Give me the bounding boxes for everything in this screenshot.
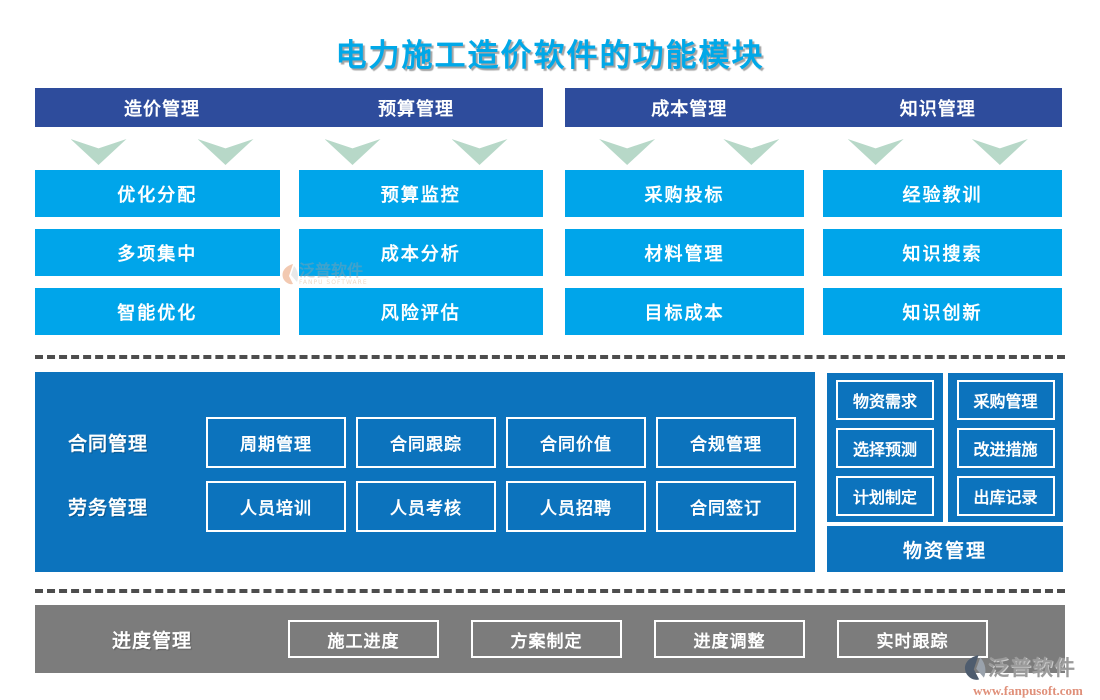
down-arrow-icon	[70, 139, 127, 165]
module-box: 材料管理	[565, 229, 804, 276]
sub-module-button: 进度调整	[654, 620, 805, 658]
sub-module-button: 采购管理	[956, 379, 1055, 420]
page-title: 电力施工造价软件的功能模块	[335, 38, 765, 74]
header-cost-control: 成本管理	[651, 98, 728, 120]
sub-module-button: 选择预测	[836, 427, 934, 468]
module-box: 采购投标	[565, 170, 804, 217]
dashed-divider	[35, 355, 1065, 359]
header-budget-management: 预算管理	[378, 98, 454, 120]
sub-module-button: 实时跟踪	[837, 620, 988, 658]
header-knowledge-management: 知识管理	[899, 98, 976, 120]
module-box: 多项集中	[35, 229, 280, 276]
sub-module-button: 合同价值	[506, 417, 646, 468]
group-header-bar: 造价管理 预算管理	[35, 88, 543, 127]
module-box: 知识创新	[823, 288, 1062, 335]
label-progress-management: 进度管理	[112, 629, 193, 652]
down-arrow-icon	[971, 139, 1028, 165]
down-arrow-icon	[847, 139, 904, 165]
sub-module-button: 物资需求	[836, 379, 934, 420]
down-arrow-icon	[197, 139, 254, 165]
module-box: 目标成本	[565, 288, 804, 335]
progress-panel: 进度管理 施工进度 方案制定 进度调整 实时跟踪	[35, 605, 1065, 673]
arrow-row	[565, 139, 1062, 165]
label-labor-management: 劳务管理	[68, 497, 149, 519]
arrow-row	[35, 139, 543, 165]
module-box: 优化分配	[35, 170, 280, 217]
sub-module-button: 人员招聘	[506, 481, 646, 532]
logo-url: www.fanpusoft.com	[973, 683, 1083, 698]
sub-module-button: 施工进度	[288, 620, 439, 658]
module-box: 知识搜索	[823, 229, 1062, 276]
module-box: 风险评估	[298, 288, 543, 335]
label-material-management: 物资管理	[827, 526, 1063, 572]
module-box: 智能优化	[35, 288, 280, 335]
sub-module-button: 改进措施	[956, 427, 1055, 468]
sub-module-button: 合同跟踪	[356, 417, 496, 468]
sub-module-button: 人员考核	[356, 481, 496, 532]
sub-module-button: 人员培训	[206, 481, 346, 532]
down-arrow-icon	[324, 139, 381, 165]
module-box: 预算监控	[298, 170, 543, 217]
sub-module-button: 合同签订	[656, 481, 796, 532]
down-arrow-icon	[451, 139, 508, 165]
module-box: 成本分析	[298, 229, 543, 276]
logo-text: 泛普软件	[988, 656, 1076, 680]
fanpu-logo-icon	[282, 264, 298, 285]
down-arrow-icon	[599, 139, 656, 165]
sub-module-button: 计划制定	[836, 475, 934, 516]
sub-module-button: 周期管理	[206, 417, 346, 468]
contract-labor-panel: 合同管理 周期管理 合同跟踪 合同价值 合规管理 劳务管理 人员培训 人员考核 …	[35, 372, 815, 572]
fanpu-watermark: 泛普软件 FANPU SOFTWARE	[281, 263, 368, 286]
group-header-bar: 成本管理 知识管理	[565, 88, 1062, 127]
dashed-divider	[35, 589, 1065, 593]
fanpu-logo: 泛普软件 www.fanpusoft.com	[962, 652, 1094, 699]
sub-module-button: 出库记录	[956, 475, 1055, 516]
label-contract-management: 合同管理	[68, 433, 149, 455]
down-arrow-icon	[723, 139, 780, 165]
material-panel-left: 物资需求 选择预测 计划制定	[827, 373, 943, 522]
material-panel-right: 采购管理 改进措施 出库记录	[948, 373, 1063, 522]
header-cost-management: 造价管理	[124, 98, 200, 120]
fanpu-logo-icon	[964, 655, 986, 680]
module-box: 经验教训	[823, 170, 1062, 217]
sub-module-button: 合规管理	[656, 417, 796, 468]
sub-module-button: 方案制定	[471, 620, 622, 658]
